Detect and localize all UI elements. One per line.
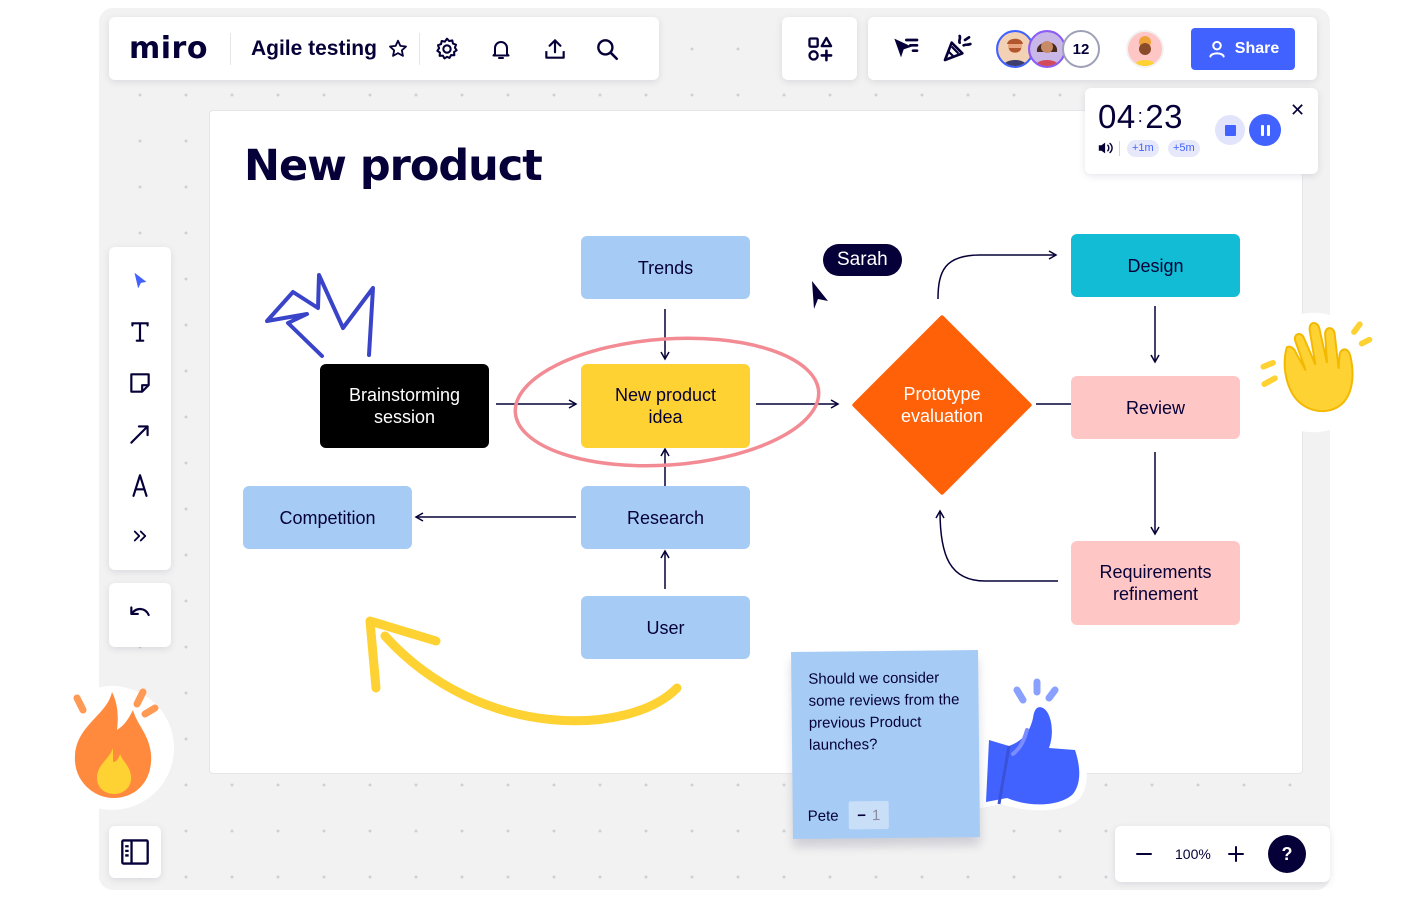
node-label: Competition [279, 507, 376, 528]
cursor-name-tag: Sarah [823, 244, 902, 276]
divider [229, 32, 231, 65]
divider [418, 32, 420, 65]
my-avatar[interactable] [1126, 30, 1164, 68]
node-label: Trends [637, 257, 694, 278]
node-trends[interactable]: Trends [581, 236, 750, 299]
node-competition[interactable]: Competition [243, 486, 412, 549]
node-label: Review [1125, 397, 1186, 418]
node-user[interactable]: User [581, 596, 750, 659]
collaborator-avatar[interactable] [996, 30, 1034, 68]
board-canvas[interactable]: miro Agile testing [50, 8, 1374, 890]
pen-tool-icon[interactable] [118, 463, 162, 507]
node-requirements[interactable]: Requirements refinement [1071, 541, 1240, 625]
node-label: Research [626, 507, 705, 528]
undo-icon[interactable] [123, 598, 157, 632]
node-review[interactable]: Review [1071, 376, 1240, 439]
node-label: Requirements refinement [1099, 562, 1212, 604]
stop-button[interactable] [1215, 115, 1245, 145]
zoom-out-icon[interactable] [1127, 837, 1161, 871]
curved-arrow[interactable] [380, 631, 682, 726]
bring-everyone-cursor-icon[interactable] [888, 31, 922, 65]
timer-minutes: 04 [1098, 98, 1136, 135]
star-icon[interactable] [381, 32, 415, 66]
apps-panel [782, 17, 857, 80]
upload-icon[interactable] [538, 32, 572, 66]
node-label: Prototype evaluation [900, 384, 984, 426]
node-brainstorming[interactable]: Brainstorming session [320, 364, 489, 448]
search-icon[interactable] [590, 32, 624, 66]
crown-scribble[interactable] [265, 273, 375, 358]
divider [1119, 141, 1120, 156]
stop-icon [1224, 124, 1236, 136]
collaboration-panel: 12 Share [868, 17, 1317, 80]
add-1-minute-button[interactable]: +1m [1127, 140, 1159, 157]
zoom-controls: 100% ? [1115, 826, 1330, 882]
miro-logo[interactable]: miro [129, 31, 208, 66]
sidebar-panel-icon[interactable] [118, 835, 152, 869]
frame-title: New product [244, 141, 543, 191]
timer-display: 04:23 [1098, 98, 1183, 136]
fire-sticker[interactable] [47, 670, 177, 815]
text-tool-icon[interactable] [118, 310, 162, 354]
add-5-minutes-button[interactable]: +5m [1168, 140, 1200, 157]
node-prototype-label-wrap: Prototype evaluation [862, 370, 1022, 440]
share-button[interactable]: Share [1191, 28, 1295, 70]
help-button[interactable]: ? [1268, 835, 1306, 873]
settings-gear-icon[interactable] [430, 32, 464, 66]
pause-icon [1260, 124, 1270, 136]
sticky-note-text[interactable]: Should we consider some reviews from the… [808, 669, 960, 754]
sticky-note-author: Pete [807, 807, 839, 825]
node-research[interactable]: Research [581, 486, 750, 549]
node-design[interactable]: Design [1071, 234, 1240, 297]
vote-count: 1 [871, 806, 881, 824]
select-cursor-icon[interactable] [118, 259, 162, 303]
collaborators-count-label: 12 [1072, 40, 1090, 58]
board-frame[interactable]: New product [209, 110, 1303, 774]
thumbs-up-icon[interactable] [971, 674, 1091, 814]
help-label: ? [1281, 843, 1293, 864]
collaborators-count[interactable]: 12 [1062, 30, 1100, 68]
zoom-in-icon[interactable] [1219, 837, 1253, 871]
undo-panel [109, 583, 171, 647]
apps-shapes-icon[interactable] [803, 32, 837, 66]
node-label: Design [1127, 255, 1184, 276]
zoom-level[interactable]: 100% [1175, 846, 1211, 862]
sticky-note-tool-icon[interactable] [118, 361, 162, 405]
vote-counter[interactable]: − 1 [848, 800, 889, 830]
board-name[interactable]: Agile testing [250, 36, 377, 60]
pause-button[interactable] [1249, 114, 1281, 146]
close-icon[interactable]: ✕ [1290, 100, 1306, 120]
connection-line-tool-icon[interactable] [118, 412, 162, 456]
share-label: Share [1234, 40, 1280, 57]
reactions-party-icon[interactable] [940, 31, 974, 65]
top-left-toolbar: miro Agile testing [109, 17, 659, 80]
connector[interactable] [414, 250, 1160, 589]
more-tools-chevron-icon[interactable] [118, 514, 162, 558]
highlight-ellipse[interactable] [511, 329, 823, 476]
left-toolbar [109, 247, 171, 570]
timer-panel: 04:23 +1m +5m ✕ [1085, 88, 1318, 174]
node-new-product-idea[interactable]: New product idea [581, 364, 750, 448]
node-label: New product idea [614, 385, 717, 427]
node-label: User [646, 617, 685, 638]
node-label: Brainstorming session [348, 385, 461, 427]
waving-hand-sticker[interactable] [1246, 305, 1381, 440]
timer-seconds: 23 [1145, 98, 1183, 135]
sarah-cursor-icon [812, 281, 828, 309]
connectors-layer [265, 250, 1160, 726]
bell-icon[interactable] [484, 32, 518, 66]
user-icon [1209, 40, 1225, 58]
collaborator-avatar[interactable] [1028, 30, 1066, 68]
sticky-note[interactable]: Should we consider some reviews from the… [791, 650, 980, 839]
volume-icon[interactable] [1097, 140, 1115, 156]
minus-icon[interactable]: − [857, 806, 867, 824]
panel-toggle [109, 826, 161, 878]
timer-colon: : [1137, 106, 1144, 126]
